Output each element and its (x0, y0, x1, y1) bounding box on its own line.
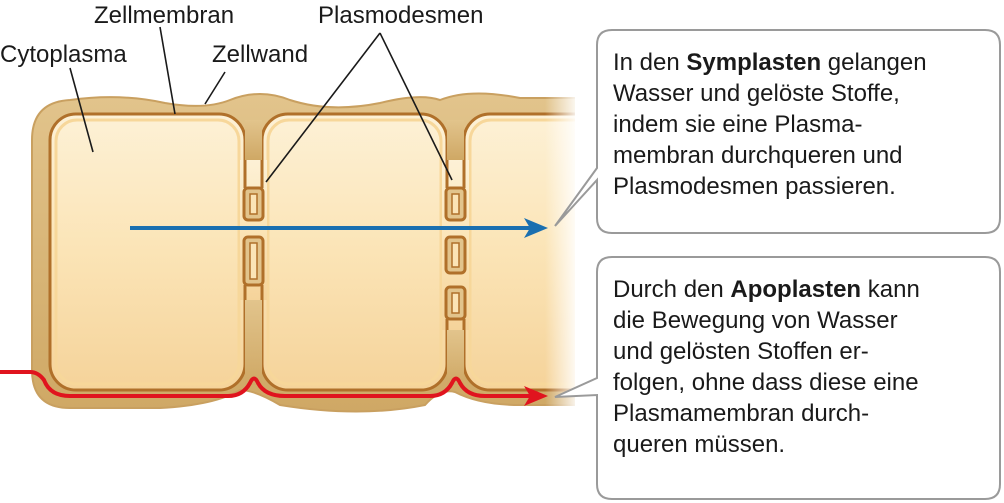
apoplast-arrow (0, 370, 548, 406)
callout-apoplast-text: Durch den Apoplasten kann die Bewegung v… (613, 276, 920, 458)
callout-symplast-box (554, 29, 1001, 234)
term-symplasten: Symplasten (686, 49, 822, 76)
callout-apoplast-box (554, 256, 1001, 500)
plasmodesma-group-left (242, 186, 265, 287)
plasmodesma-group-right (444, 186, 467, 321)
cell-1-cytoplasm (48, 112, 247, 392)
label-plasmodesmen: Plasmodesmen (318, 2, 484, 29)
label-cytoplasma: Cytoplasma (0, 41, 127, 68)
cell-2-cytoplasm (260, 112, 449, 392)
leader-plasmodesmen-2 (379, 32, 453, 181)
leader-zellmembran (159, 26, 176, 115)
leader-zellwand (204, 71, 226, 105)
callout-symplast-text: In den Symplasten gelangen Wasser und ge… (613, 49, 927, 200)
label-zellwand: Zellwand (212, 41, 309, 68)
leader-cytoplasma (69, 67, 94, 153)
symplast-arrow (130, 218, 548, 238)
label-zellmembran: Zellmembran (94, 2, 235, 29)
leader-plasmodesmen-1 (265, 32, 381, 183)
term-apoplasten: Apoplasten (730, 276, 862, 303)
